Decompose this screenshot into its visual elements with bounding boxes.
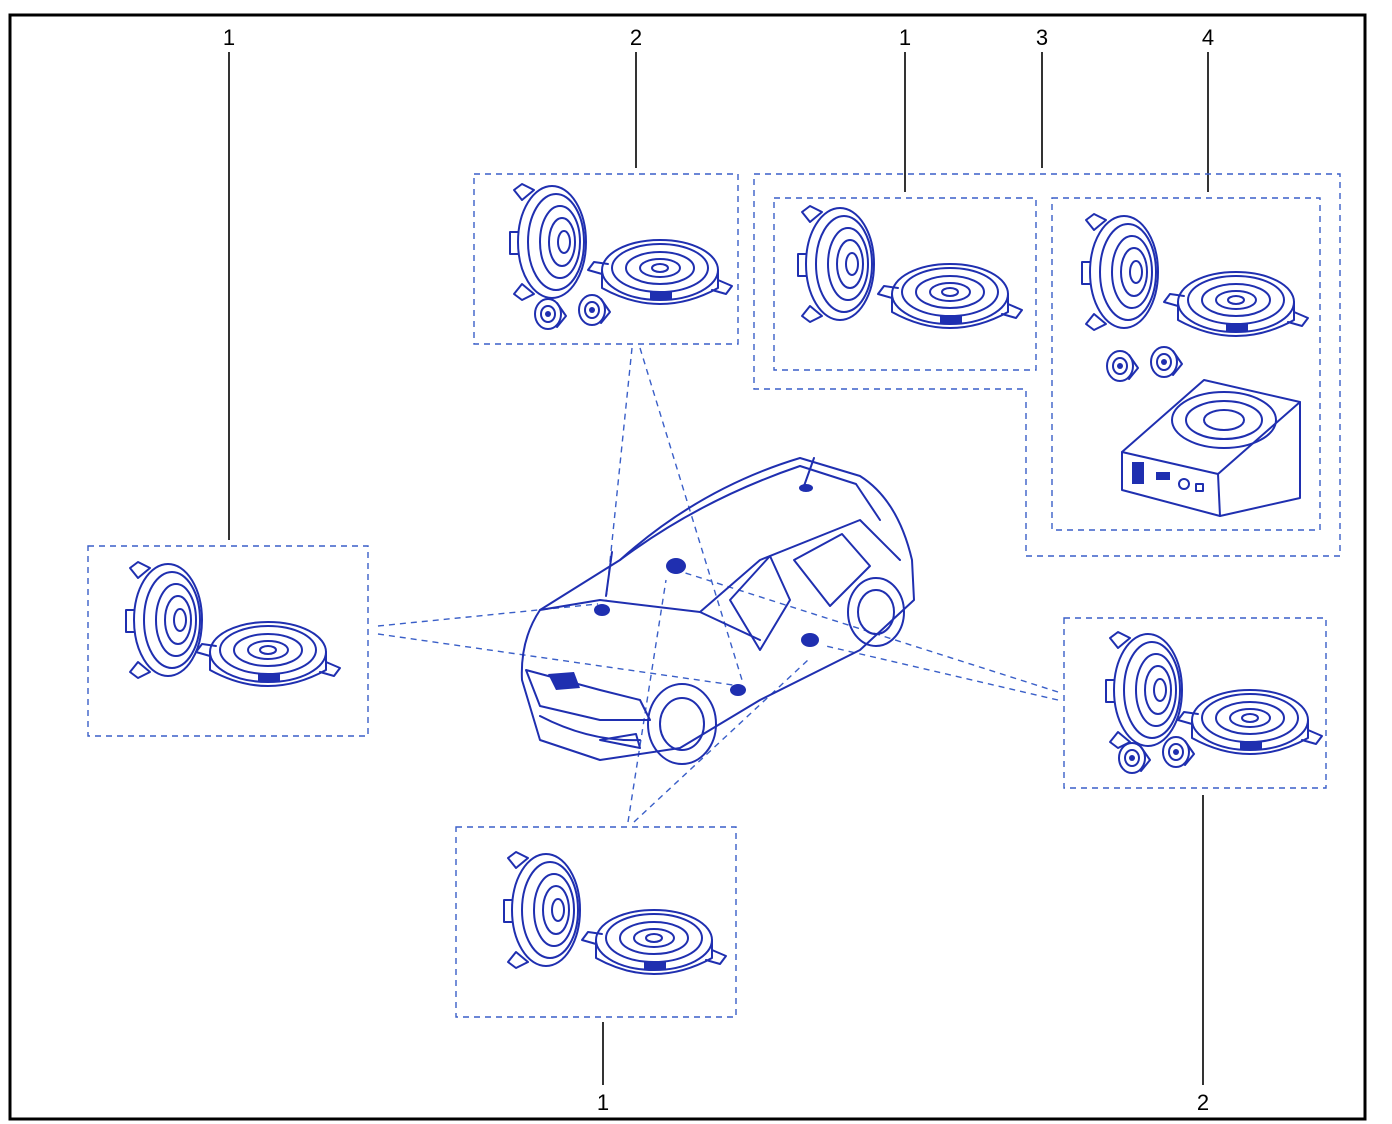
- box-top-r1: [773, 197, 1037, 371]
- box-top-r4: [1051, 197, 1321, 531]
- dashed-boxes: [87, 173, 1341, 1018]
- connector-lines: [377, 347, 1059, 823]
- tweeter-icon: [1106, 346, 1183, 382]
- callout-left-top: 1: [223, 25, 235, 50]
- callout-top-r1: 1: [899, 25, 911, 50]
- speaker-icon: [125, 561, 341, 687]
- callout-bottom-mid: 1: [597, 1090, 609, 1115]
- box-right: [1063, 617, 1327, 789]
- box-bottom: [455, 826, 737, 1018]
- callout-bottom-right: 2: [1197, 1090, 1209, 1115]
- box-group-3: [753, 173, 1341, 557]
- leader-lines: [228, 52, 1209, 1085]
- subwoofer-icon: [1121, 379, 1301, 517]
- car-icon: [520, 457, 915, 765]
- speaker-icon: [509, 183, 733, 305]
- speaker-icon: [1105, 631, 1323, 755]
- speaker-icon: [503, 851, 727, 975]
- speaker-icon: [1081, 213, 1309, 337]
- box-top-mid: [473, 173, 739, 345]
- callout-top-r3: 3: [1036, 25, 1048, 50]
- tweeter-icon: [534, 294, 611, 330]
- speaker-icon: [797, 205, 1023, 329]
- drawing-border: [8, 13, 1367, 1121]
- callout-top-r4: 4: [1202, 25, 1214, 50]
- box-left: [87, 545, 369, 737]
- callout-top-mid: 2: [630, 25, 642, 50]
- tweeter-icon: [1118, 736, 1195, 774]
